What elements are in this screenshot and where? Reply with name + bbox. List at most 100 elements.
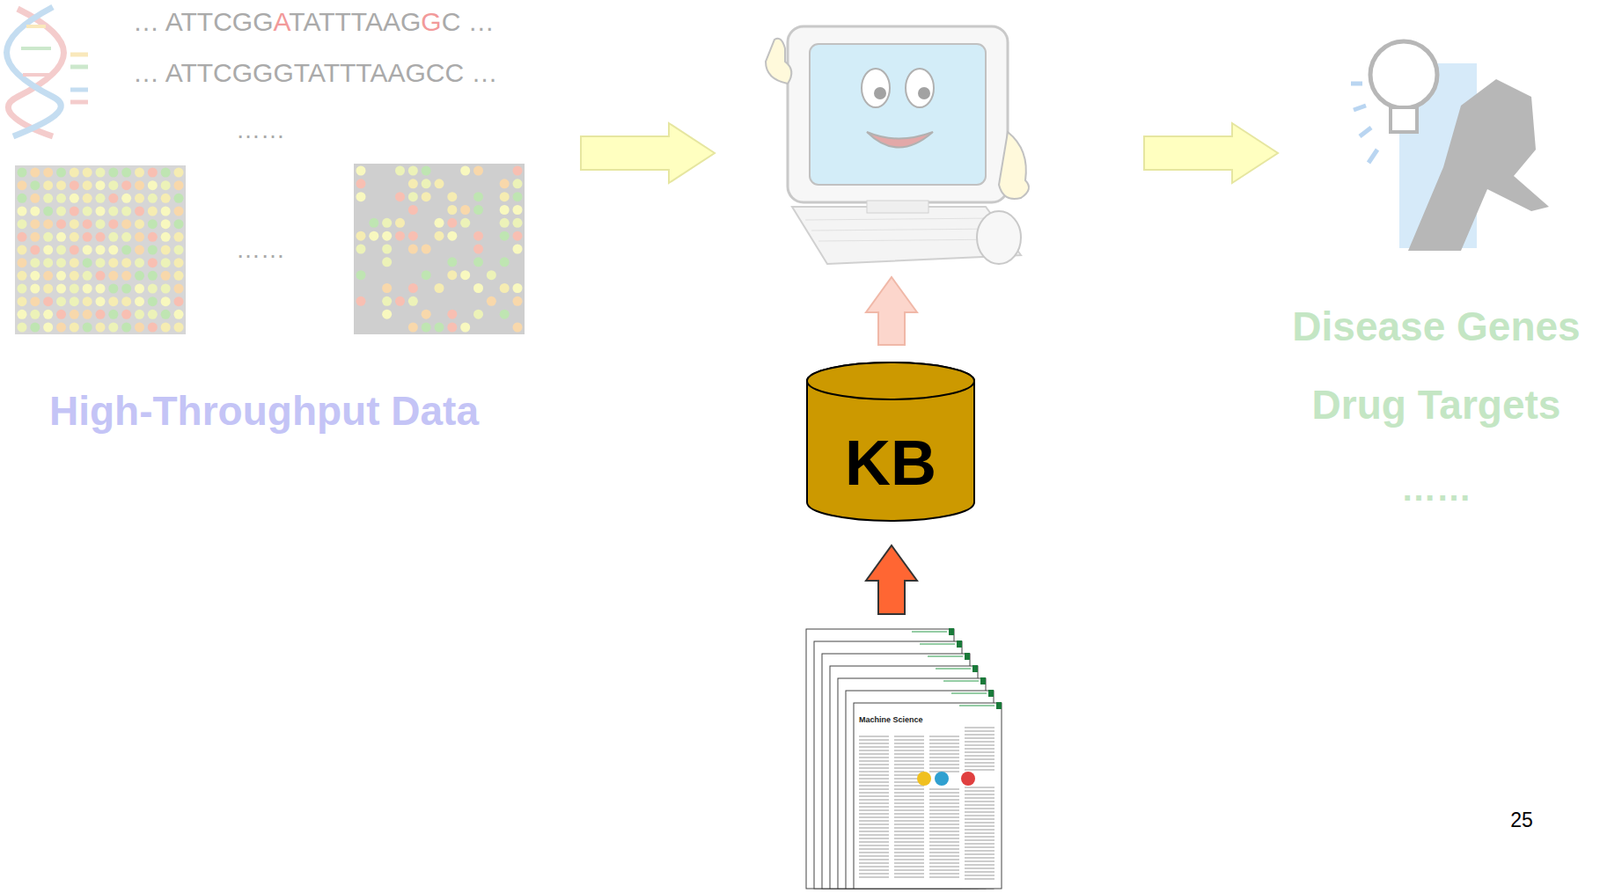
array-spot [108, 168, 118, 178]
text-line [964, 763, 995, 764]
paper-stack [806, 628, 1002, 889]
array-spot [43, 180, 53, 191]
text-line [964, 731, 995, 733]
text-line [929, 873, 960, 875]
array-spot [499, 218, 510, 228]
array-spot [56, 206, 67, 217]
array-spot [82, 168, 93, 178]
text-line [929, 736, 960, 738]
text-line [894, 792, 925, 794]
text-line [858, 866, 889, 868]
array-spot [134, 206, 145, 217]
array-spot [174, 322, 184, 333]
text-line [929, 814, 960, 815]
text-line [858, 838, 889, 840]
text-line [894, 803, 925, 805]
array-spot [381, 218, 392, 228]
array-spot [134, 219, 145, 229]
array-spot [95, 271, 106, 281]
text-line [894, 754, 925, 756]
array-spot [95, 322, 106, 333]
array-spot [69, 257, 80, 268]
text-line [964, 833, 995, 835]
text-line [929, 849, 960, 851]
array-spot [17, 180, 28, 191]
text-line [964, 858, 995, 859]
array-spot [56, 193, 67, 204]
text-line [894, 873, 925, 875]
array-spot [408, 296, 419, 307]
array-spot [95, 296, 106, 307]
array-spot [408, 166, 419, 177]
array-spot [408, 244, 419, 255]
text-line [964, 879, 995, 881]
array-spot [43, 193, 53, 204]
array-spot [121, 206, 132, 217]
array-spot [121, 284, 132, 294]
microarray [14, 163, 525, 335]
caption-label: …… [1401, 469, 1472, 508]
array-spot [69, 284, 80, 294]
array-spot [56, 180, 67, 191]
array-spot [447, 191, 457, 202]
text-line [964, 826, 995, 828]
array-spot [174, 180, 184, 191]
array-spot [473, 205, 484, 215]
array-spot [421, 322, 432, 333]
text-line [964, 851, 995, 852]
array-spot [395, 191, 405, 202]
flow-arrow [580, 123, 715, 184]
array-spot [69, 219, 80, 229]
array-spot [43, 245, 53, 256]
text-line [894, 800, 925, 801]
array-spot [121, 322, 132, 333]
text-line [964, 766, 995, 768]
array-spot [460, 205, 470, 215]
array-spot [147, 180, 158, 191]
array-spot [134, 322, 145, 333]
array-spot [29, 219, 40, 229]
array-spot [82, 180, 93, 191]
text-line [964, 727, 995, 729]
text-line [894, 743, 925, 745]
flow-arrow [1144, 123, 1278, 184]
array-spot [56, 271, 67, 281]
text-line [858, 768, 889, 770]
array-spot [95, 232, 106, 243]
array-spot [82, 245, 93, 256]
text-line [964, 745, 995, 747]
idea-figure [1350, 41, 1549, 251]
array-spot [147, 309, 158, 320]
array-spot [499, 178, 510, 189]
array-spot [108, 284, 118, 294]
node-label: KB [806, 431, 976, 495]
array-spot [473, 309, 484, 320]
array-spot [161, 322, 171, 333]
array-spot [17, 309, 28, 320]
array-spot [56, 219, 67, 229]
paper-rule [935, 668, 971, 670]
text-line [929, 835, 960, 837]
text-line [964, 829, 995, 831]
array-spot [108, 322, 118, 333]
array-spot [381, 309, 392, 320]
text-line [964, 872, 995, 874]
text-line [894, 866, 925, 868]
array-spot [147, 322, 158, 333]
array-spot [134, 271, 145, 281]
array-spot [69, 245, 80, 256]
array-spot [17, 271, 28, 281]
text-line [929, 824, 960, 826]
array-spot [29, 245, 40, 256]
array-spot [513, 296, 523, 307]
text-line [858, 821, 889, 823]
array-spot [174, 232, 184, 243]
text-line [858, 800, 889, 801]
array-spot [147, 271, 158, 281]
input-arrow [866, 545, 918, 615]
text-line [858, 740, 889, 742]
text-line [894, 750, 925, 752]
text-line [929, 821, 960, 823]
array-spot [381, 283, 392, 294]
array-spot [395, 296, 405, 307]
